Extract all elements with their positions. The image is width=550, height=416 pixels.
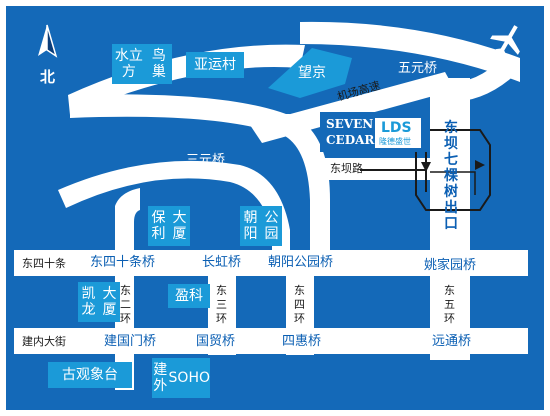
guguanxiangtai-label: 古观象台 <box>62 366 118 383</box>
landmark-water-cube: 水立方 鸟 巢 <box>112 44 172 84</box>
bridge-chaoyang-park: 朝阳公园桥 <box>268 255 334 270</box>
ring3-char1: 东 <box>216 284 227 297</box>
ring2-char1: 东 <box>120 284 131 297</box>
yayuncun-label: 亚运村 <box>194 56 236 73</box>
wangjing-area <box>268 48 352 98</box>
route-arrow-right-icon <box>475 160 485 170</box>
lds-logo-text: LDS <box>381 120 412 136</box>
northeast-arc-road <box>300 21 520 82</box>
north-label: 北 <box>40 68 56 86</box>
poly-line1: 保利 <box>151 209 166 242</box>
road-east-4th-ring: 东 四 环 <box>294 284 306 326</box>
exit-char2: 坝 <box>444 136 458 152</box>
route-arrow-path <box>430 171 476 195</box>
northeast-connector-road <box>430 60 520 102</box>
jianwai-line1: 建外 <box>153 361 168 394</box>
ring4-char2: 四 <box>294 298 305 311</box>
bridge-yuantong: 远通桥 <box>432 334 472 349</box>
exit-char3: 七 <box>444 152 458 168</box>
road-dongba: 东坝路 <box>330 162 363 175</box>
poly-line2: 大厦 <box>172 209 187 242</box>
east-4th-ring-road <box>286 250 314 355</box>
chaoyang-park-line2: 公园 <box>264 209 279 242</box>
jianwai-line2: SOHO <box>168 369 210 386</box>
siyuan-arc-road <box>70 94 330 251</box>
east-5th-ring-road <box>430 250 470 355</box>
exit-char4: 棵 <box>444 168 458 184</box>
road-jiannei: 建内大街 <box>22 335 66 348</box>
ring4-char3: 环 <box>294 312 305 325</box>
landmark-poly-tower: 保利 大厦 <box>148 206 190 246</box>
kailong-line1: 凯龙 <box>81 285 96 318</box>
exit-char7: 口 <box>444 216 458 232</box>
seven-cedars-line2: CEDARS <box>326 133 384 147</box>
bridge-sihui: 四惠桥 <box>282 334 322 349</box>
road-dongsishitiao: 东四十条 <box>22 257 66 270</box>
bridge-sanyuan: 三元桥 <box>186 153 226 168</box>
ring5-char2: 五 <box>444 298 455 311</box>
ring3-char3: 环 <box>216 312 227 325</box>
bridge-dongsishitiao: 东四十条桥 <box>90 255 156 270</box>
water-cube-line1: 水立方 <box>114 47 143 80</box>
east-2nd-ring-road <box>115 188 140 390</box>
landmark-yingke: 盈科 <box>168 284 210 308</box>
road-east-2nd-ring: 东 二 环 <box>120 284 132 326</box>
bridge-yaojiayuan: 姚家园桥 <box>424 258 477 273</box>
exit-char1: 东 <box>444 120 458 136</box>
landmark-jianwai-soho: 建外 SOHO <box>152 358 210 398</box>
ring5-char3: 环 <box>444 312 455 325</box>
bridge-wuyuan: 五元桥 <box>398 61 438 76</box>
ring4-char1: 东 <box>294 284 305 297</box>
ring5-char1: 东 <box>444 284 455 297</box>
exit-char6: 出 <box>444 200 458 216</box>
route-arrow-down-icon <box>421 162 431 172</box>
ring3-char2: 三 <box>216 298 227 311</box>
bridge-jianguomen: 建国门桥 <box>104 334 157 349</box>
bridge-siyuan: 四元桥 <box>278 113 318 128</box>
ring2-char2: 二 <box>120 298 131 311</box>
route-loop <box>415 129 491 211</box>
exit-char5: 树 <box>444 184 458 200</box>
seven-cedars-line1: SEVEN <box>326 117 374 131</box>
road-east-3rd-ring: 东 三 环 <box>216 284 228 326</box>
yingke-label: 盈科 <box>175 287 203 304</box>
bridge-guomao: 国贸桥 <box>196 334 236 349</box>
airplane-icon <box>490 25 520 58</box>
landmark-chaoyang-park: 朝阳 公园 <box>240 206 282 246</box>
east-3rd-ring-road <box>208 250 236 355</box>
bridge-changhong: 长虹桥 <box>202 255 242 270</box>
north-arc-road <box>68 44 305 116</box>
landmark-yayuncun: 亚运村 <box>186 52 244 78</box>
sanyuan-arc-road <box>58 160 290 250</box>
landmark-guguanxiangtai: 古观象台 <box>48 362 132 388</box>
lds-logo-box <box>375 118 421 148</box>
road-east-5th-ring: 东 五 环 <box>444 284 456 326</box>
chaoyang-park-line1: 朝阳 <box>243 209 258 242</box>
landmark-kailong: 凯龙 大厦 <box>78 282 120 322</box>
north-arrow-icon <box>38 24 58 58</box>
water-cube-line2: 鸟 巢 <box>151 47 166 80</box>
dongba-qikeshu-exit-label: 东 坝 七 棵 树 出 口 <box>444 120 460 232</box>
wangjing-label: 望京 <box>298 65 326 81</box>
ring2-char3: 环 <box>120 312 131 325</box>
kailong-line2: 大厦 <box>102 285 117 318</box>
lds-logo-sub: 隆德盛世 <box>379 137 411 146</box>
